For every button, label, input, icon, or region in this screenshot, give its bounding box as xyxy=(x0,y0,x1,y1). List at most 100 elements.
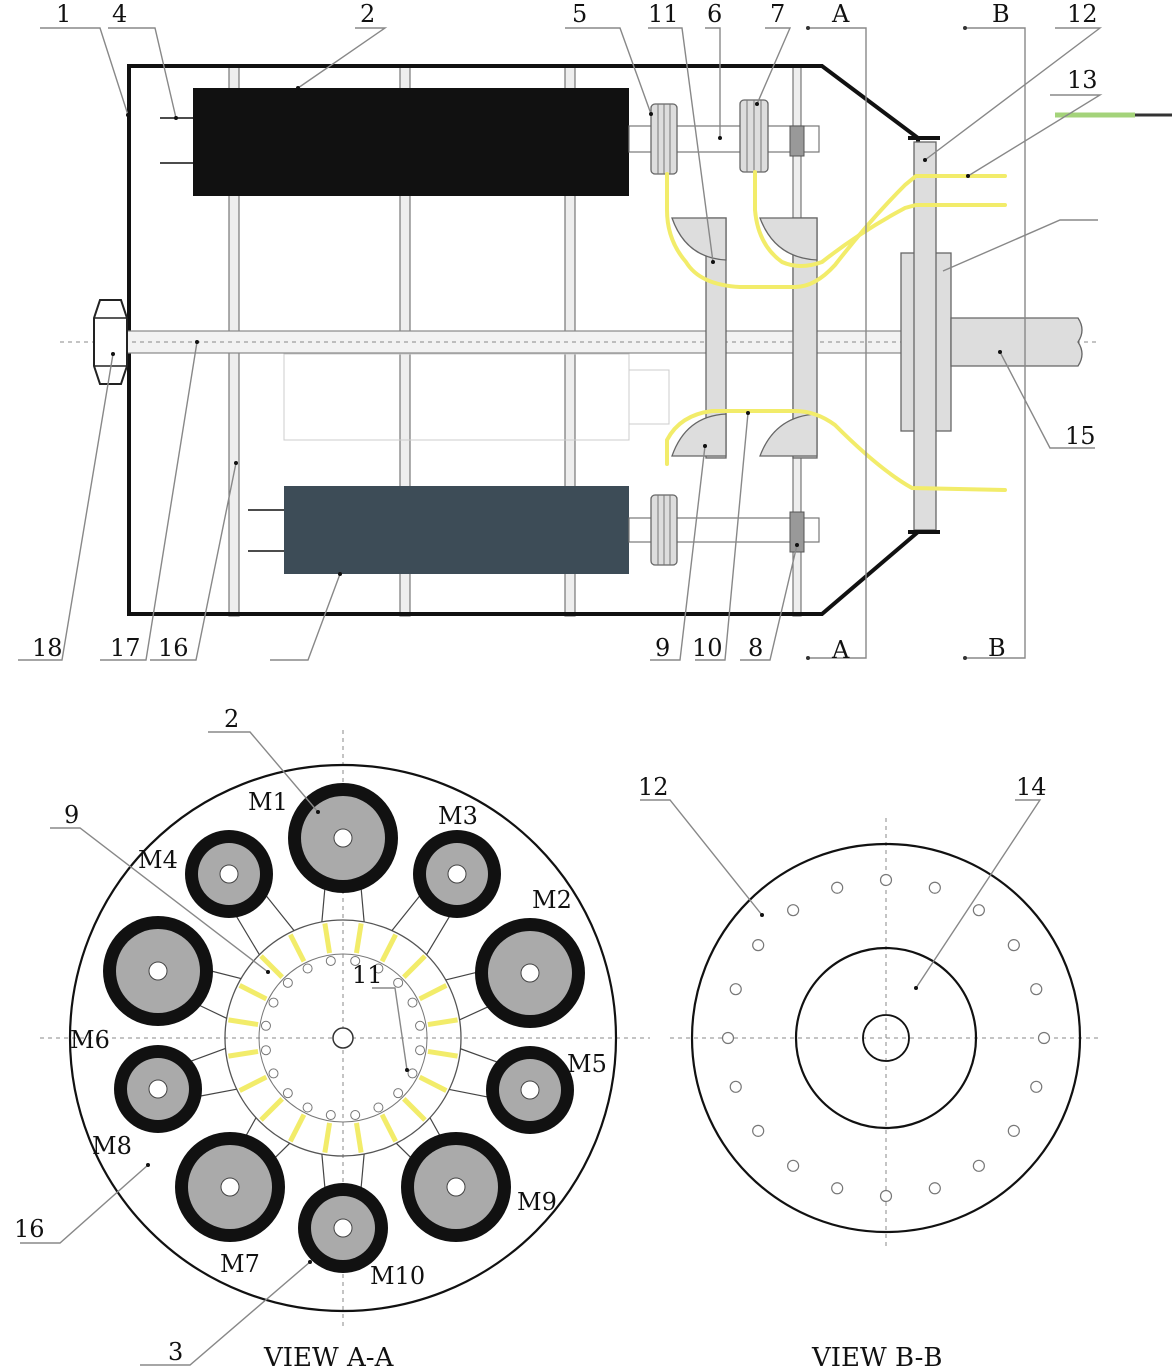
fiber-segment xyxy=(427,1048,458,1059)
fiber-segment xyxy=(259,1097,284,1122)
fiber-link xyxy=(235,915,260,956)
callout-8: 8 xyxy=(748,634,763,662)
fiber-link xyxy=(210,970,242,980)
view-a-a: 2 9 11 16 3 M1 M2 M3 M4 M5 M6 M7 M8 M9 M… xyxy=(14,705,650,1370)
fiber-guide xyxy=(759,413,818,457)
motor-shaft xyxy=(220,1177,240,1197)
callout-12: 12 xyxy=(1067,0,1098,28)
fiber-port xyxy=(972,1159,985,1172)
output-shaft-15 xyxy=(950,317,1083,367)
fiber-segment xyxy=(418,983,448,1002)
fiber-hole xyxy=(268,1068,279,1079)
fiber-segment xyxy=(379,1113,398,1143)
fiber-link xyxy=(360,886,365,922)
view-a-callout-3: 3 xyxy=(168,1338,183,1366)
motor-label-m2: M2 xyxy=(532,886,572,914)
hidden-motor xyxy=(283,353,630,441)
motor-label-m7: M7 xyxy=(220,1250,260,1278)
plate-12 xyxy=(913,141,937,531)
fiber-guide xyxy=(671,217,727,261)
optical-fiber xyxy=(665,409,1007,492)
nut xyxy=(93,299,128,385)
callout-6: 6 xyxy=(707,0,722,28)
callout-2: 2 xyxy=(360,0,375,28)
motor-label-m10: M10 xyxy=(370,1262,425,1290)
disc-9-ring xyxy=(224,919,462,1157)
fiber-segment xyxy=(353,923,364,954)
fiber-port xyxy=(729,983,742,996)
fiber-port xyxy=(831,881,844,894)
fiber-link xyxy=(199,1088,237,1097)
fiber-port xyxy=(729,1080,742,1093)
fiber-link xyxy=(244,1117,257,1138)
flange-outer xyxy=(934,252,952,432)
callout-1: 1 xyxy=(56,0,71,28)
view-b-b: 12 14 VIEW B-B xyxy=(638,773,1100,1370)
callout-4: 4 xyxy=(112,0,127,28)
fiber-segment xyxy=(322,923,333,954)
view-b-callout-12: 12 xyxy=(638,773,669,801)
fiber-link xyxy=(426,915,451,956)
disc-11-ring xyxy=(258,953,428,1123)
fiber-link xyxy=(449,1088,489,1098)
section-line-b xyxy=(965,27,1026,659)
motor-shaft xyxy=(333,828,353,848)
optical-fiber xyxy=(753,170,1007,268)
motor-top xyxy=(193,88,629,196)
flange-14-outline xyxy=(794,946,978,1130)
view-a-callout-9: 9 xyxy=(64,801,79,829)
fiber-hole xyxy=(302,1102,313,1113)
fiber-port xyxy=(1007,1124,1020,1137)
fiber-segment xyxy=(259,954,284,979)
fiber-port xyxy=(1037,1031,1051,1045)
bearing-8 xyxy=(789,511,805,553)
fiber-hole xyxy=(268,997,279,1008)
fiber-segment xyxy=(379,933,398,963)
fiber-link xyxy=(391,894,421,931)
fiber-port xyxy=(1030,983,1043,996)
fiber-port xyxy=(787,904,800,917)
fiber-segment xyxy=(288,933,307,963)
housing-disc-16 xyxy=(68,763,618,1313)
fiber-segment xyxy=(402,954,427,979)
view-b-title: VIEW B-B xyxy=(811,1343,943,1370)
fiber-hole xyxy=(325,1110,336,1121)
fiber-hole xyxy=(415,1045,426,1056)
fiber-link xyxy=(273,1142,291,1160)
fiber-port xyxy=(1030,1080,1043,1093)
fiber-hole xyxy=(282,977,293,988)
fiber-link xyxy=(429,1117,442,1138)
fiber-port xyxy=(928,881,941,894)
motor-shaft xyxy=(446,1177,466,1197)
fiber-hole xyxy=(393,1088,404,1099)
section-label-b-bottom: B xyxy=(988,634,1006,662)
motor-label-m6: M6 xyxy=(70,1026,110,1054)
fiber-link xyxy=(445,971,478,981)
fiber-segment xyxy=(228,1048,259,1059)
motor-label-m5: M5 xyxy=(567,1050,607,1078)
fiber-link xyxy=(197,1004,227,1019)
motor-bottom xyxy=(284,486,629,574)
fiber-port xyxy=(879,1189,893,1203)
callout-16: 16 xyxy=(158,634,189,662)
motor-shaft xyxy=(447,864,467,884)
fiber-hole xyxy=(282,1088,293,1099)
motor-shaft xyxy=(219,864,239,884)
center-hole xyxy=(332,1027,354,1049)
callout-10: 10 xyxy=(692,634,723,662)
view-a-callout-11: 11 xyxy=(352,961,383,989)
shaft-bore xyxy=(862,1014,910,1062)
side-view: A A B B 1 4 2 5 11 6 7 12 13 15 18 17 xyxy=(18,0,1172,664)
view-a-callout-2: 2 xyxy=(224,705,239,733)
fiber-hole xyxy=(407,1068,418,1079)
section-line-a xyxy=(808,27,867,659)
callout-13: 13 xyxy=(1067,66,1098,94)
fiber-hole xyxy=(415,1020,426,1031)
callout-11: 11 xyxy=(648,0,679,28)
callout-9: 9 xyxy=(655,634,670,662)
fiber-segment xyxy=(353,1122,364,1153)
fiber-link xyxy=(459,1005,490,1021)
motor-label-m1: M1 xyxy=(248,788,288,816)
fiber-link xyxy=(360,1154,365,1190)
